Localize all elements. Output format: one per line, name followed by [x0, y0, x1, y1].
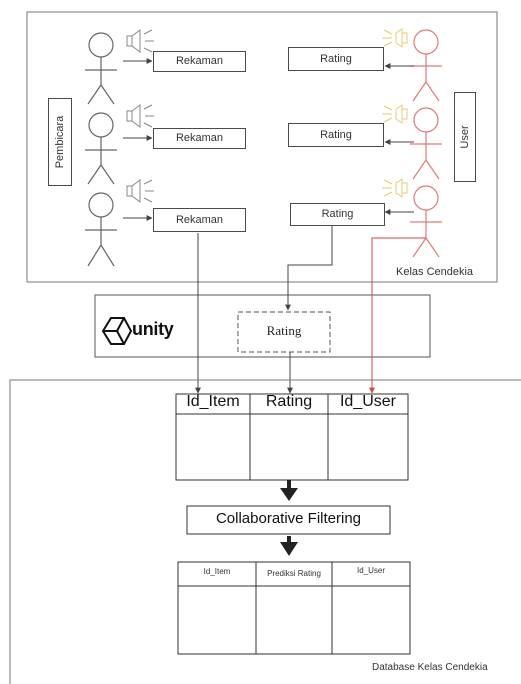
unity-rating-box — [237, 311, 331, 353]
input-table-header: Rating — [265, 393, 313, 410]
rekaman-label: Rekaman — [175, 132, 224, 144]
output-table-header: Prediksi Rating — [267, 569, 321, 578]
unity-logo-icon — [101, 317, 133, 345]
input-table-header: Id_User — [339, 393, 397, 410]
rating-box: Rating — [288, 123, 384, 147]
top-panel-caption: Kelas Cendekia — [396, 266, 474, 278]
collaborative-filtering-label: Collaborative Filtering — [215, 510, 362, 527]
user-label: User — [459, 125, 471, 149]
rekaman-box: Rekaman — [153, 128, 246, 149]
pembicara-label: Pembicara — [54, 115, 66, 169]
rating-label: Rating — [320, 129, 352, 141]
user-figure — [410, 29, 442, 102]
speaker-icon — [126, 29, 154, 53]
arrow-down-icon — [280, 536, 298, 556]
user-speaker-icon — [382, 178, 408, 198]
output-table-header: Id_Item — [203, 567, 231, 576]
speaker-icon — [126, 179, 154, 203]
input-table-border — [175, 393, 409, 481]
connector-user-to-id-user — [369, 237, 426, 394]
arrow-down-icon — [280, 480, 298, 501]
rating-label: Rating — [320, 53, 352, 65]
unity-logo-text: unity — [132, 319, 174, 339]
database-border — [9, 379, 521, 684]
speaker-figure — [85, 32, 117, 105]
speaker-icon — [126, 104, 154, 128]
collaborative-filtering-box — [186, 505, 391, 535]
top-panel-border — [26, 11, 498, 283]
database-caption: Database Kelas Cendekia — [372, 662, 488, 673]
user-speaker-icon — [382, 104, 408, 124]
user-figure — [410, 185, 442, 258]
input-table-header: Id_Item — [186, 393, 240, 410]
pembicara-box: Pembicara — [48, 98, 72, 186]
output-table-border — [177, 561, 411, 655]
rekaman-label: Rekaman — [175, 55, 224, 67]
rating-box: Rating — [288, 47, 384, 71]
rekaman-box: Rekaman — [153, 51, 246, 72]
unity-rating-label: Rating — [266, 323, 302, 338]
connector-rating-to-unity — [285, 226, 333, 311]
user-box: User — [454, 92, 476, 182]
rating-box: Rating — [290, 203, 385, 226]
rekaman-label: Rekaman — [175, 214, 224, 226]
rating-label: Rating — [321, 208, 354, 220]
rekaman-box: Rekaman — [153, 208, 246, 232]
speaker-figure — [85, 192, 117, 267]
unity-panel-border — [94, 294, 431, 358]
speaker-figure — [85, 112, 117, 185]
user-speaker-icon — [382, 28, 408, 48]
output-table-header: Id_User — [356, 566, 385, 575]
user-figure — [410, 107, 442, 180]
